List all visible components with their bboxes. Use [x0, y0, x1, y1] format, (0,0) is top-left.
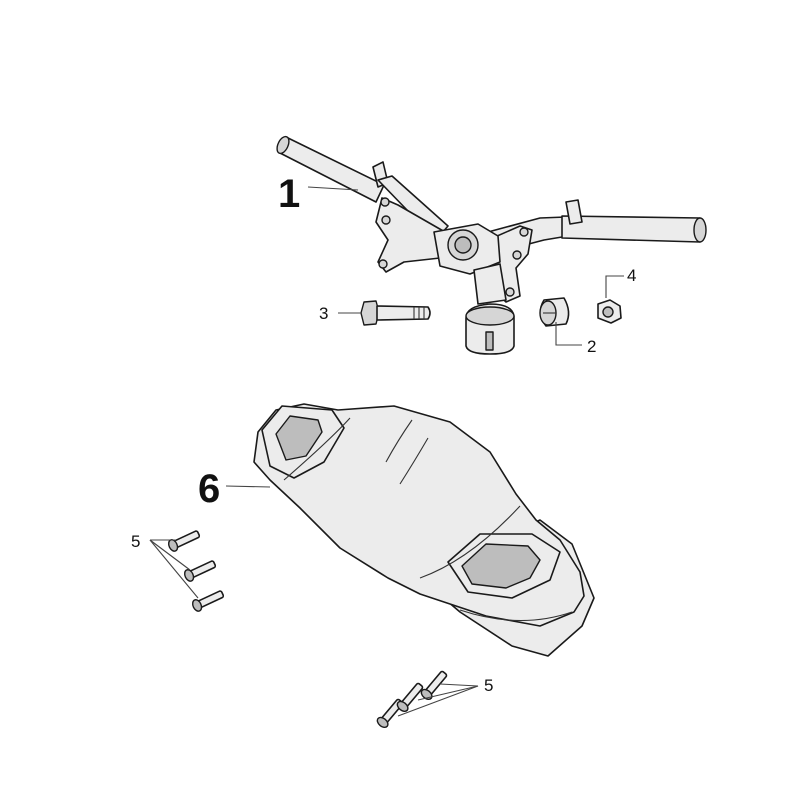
handlebar	[276, 135, 707, 355]
leader-screw-bottom-1	[439, 683, 479, 687]
callout-screws-bottom: 5	[484, 676, 493, 695]
nut	[597, 299, 622, 324]
leader-screw-bottom-3	[397, 685, 479, 717]
leader-spacer	[555, 322, 582, 346]
leader-lines	[149, 186, 624, 717]
spacer	[539, 297, 570, 327]
screws-left	[167, 530, 225, 612]
callout-spacer: 2	[587, 337, 596, 356]
leader-cover	[225, 485, 271, 488]
leader-handlebar	[307, 186, 359, 191]
screws-bottom	[376, 670, 448, 729]
leader-screw-left-3	[149, 539, 199, 599]
leader-screw-left-2	[149, 539, 191, 571]
callout-screws-left: 5	[131, 532, 140, 551]
leader-screw-bottom-2	[417, 685, 479, 701]
callout-handlebar: 1	[278, 172, 300, 216]
handlebar-cover	[253, 403, 595, 657]
callout-nut: 4	[627, 266, 636, 285]
bolt	[360, 300, 431, 326]
callout-bolt: 3	[319, 304, 328, 323]
callout-cover: 6	[198, 467, 220, 511]
leader-nut	[605, 275, 624, 298]
